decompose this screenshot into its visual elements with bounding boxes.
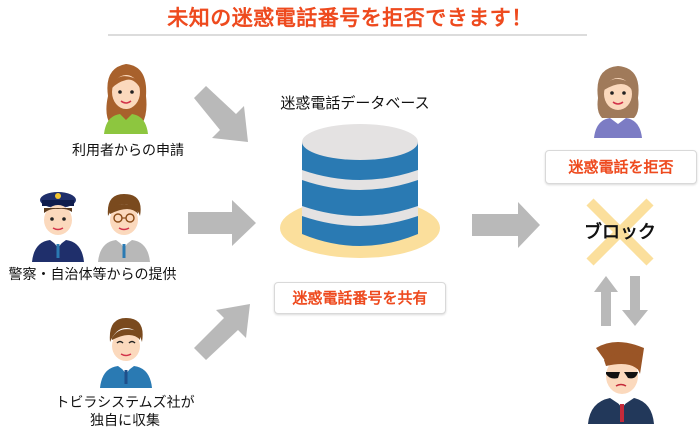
source-label-police: 警察・自治体等からの提供 bbox=[8, 267, 177, 283]
arrow-right-icon bbox=[188, 200, 258, 246]
company-staff-glasses-icon bbox=[96, 182, 152, 262]
reject-calls-box: 迷惑電話を拒否 bbox=[545, 150, 697, 184]
arrow-diagonal-down-icon bbox=[190, 84, 260, 144]
share-numbers-box: 迷惑電話番号を共有 bbox=[274, 282, 446, 314]
arrow-right-to-receiver-icon bbox=[472, 202, 542, 248]
database-icon bbox=[278, 118, 442, 258]
block-label: ブロック bbox=[584, 222, 656, 243]
police-officer-icon bbox=[30, 182, 86, 262]
title-divider bbox=[108, 34, 587, 36]
arrow-diagonal-up-icon bbox=[190, 302, 260, 362]
source-label-company-line2: 独自に収集 bbox=[90, 413, 160, 429]
page-title: 未知の迷惑電話番号を拒否できます！ bbox=[167, 6, 533, 30]
company-staff-icon bbox=[98, 308, 154, 388]
source-label-company-line1: トビラシステムズ社が bbox=[55, 395, 195, 411]
block-cross-icon bbox=[584, 196, 656, 268]
source-label-user: 利用者からの申請 bbox=[72, 143, 184, 159]
woman-user-icon bbox=[98, 58, 154, 134]
database-label: 迷惑電話データベース bbox=[280, 94, 430, 112]
older-woman-user-icon bbox=[590, 58, 646, 138]
up-down-arrows-icon bbox=[592, 276, 652, 326]
scammer-caller-icon bbox=[586, 334, 656, 424]
